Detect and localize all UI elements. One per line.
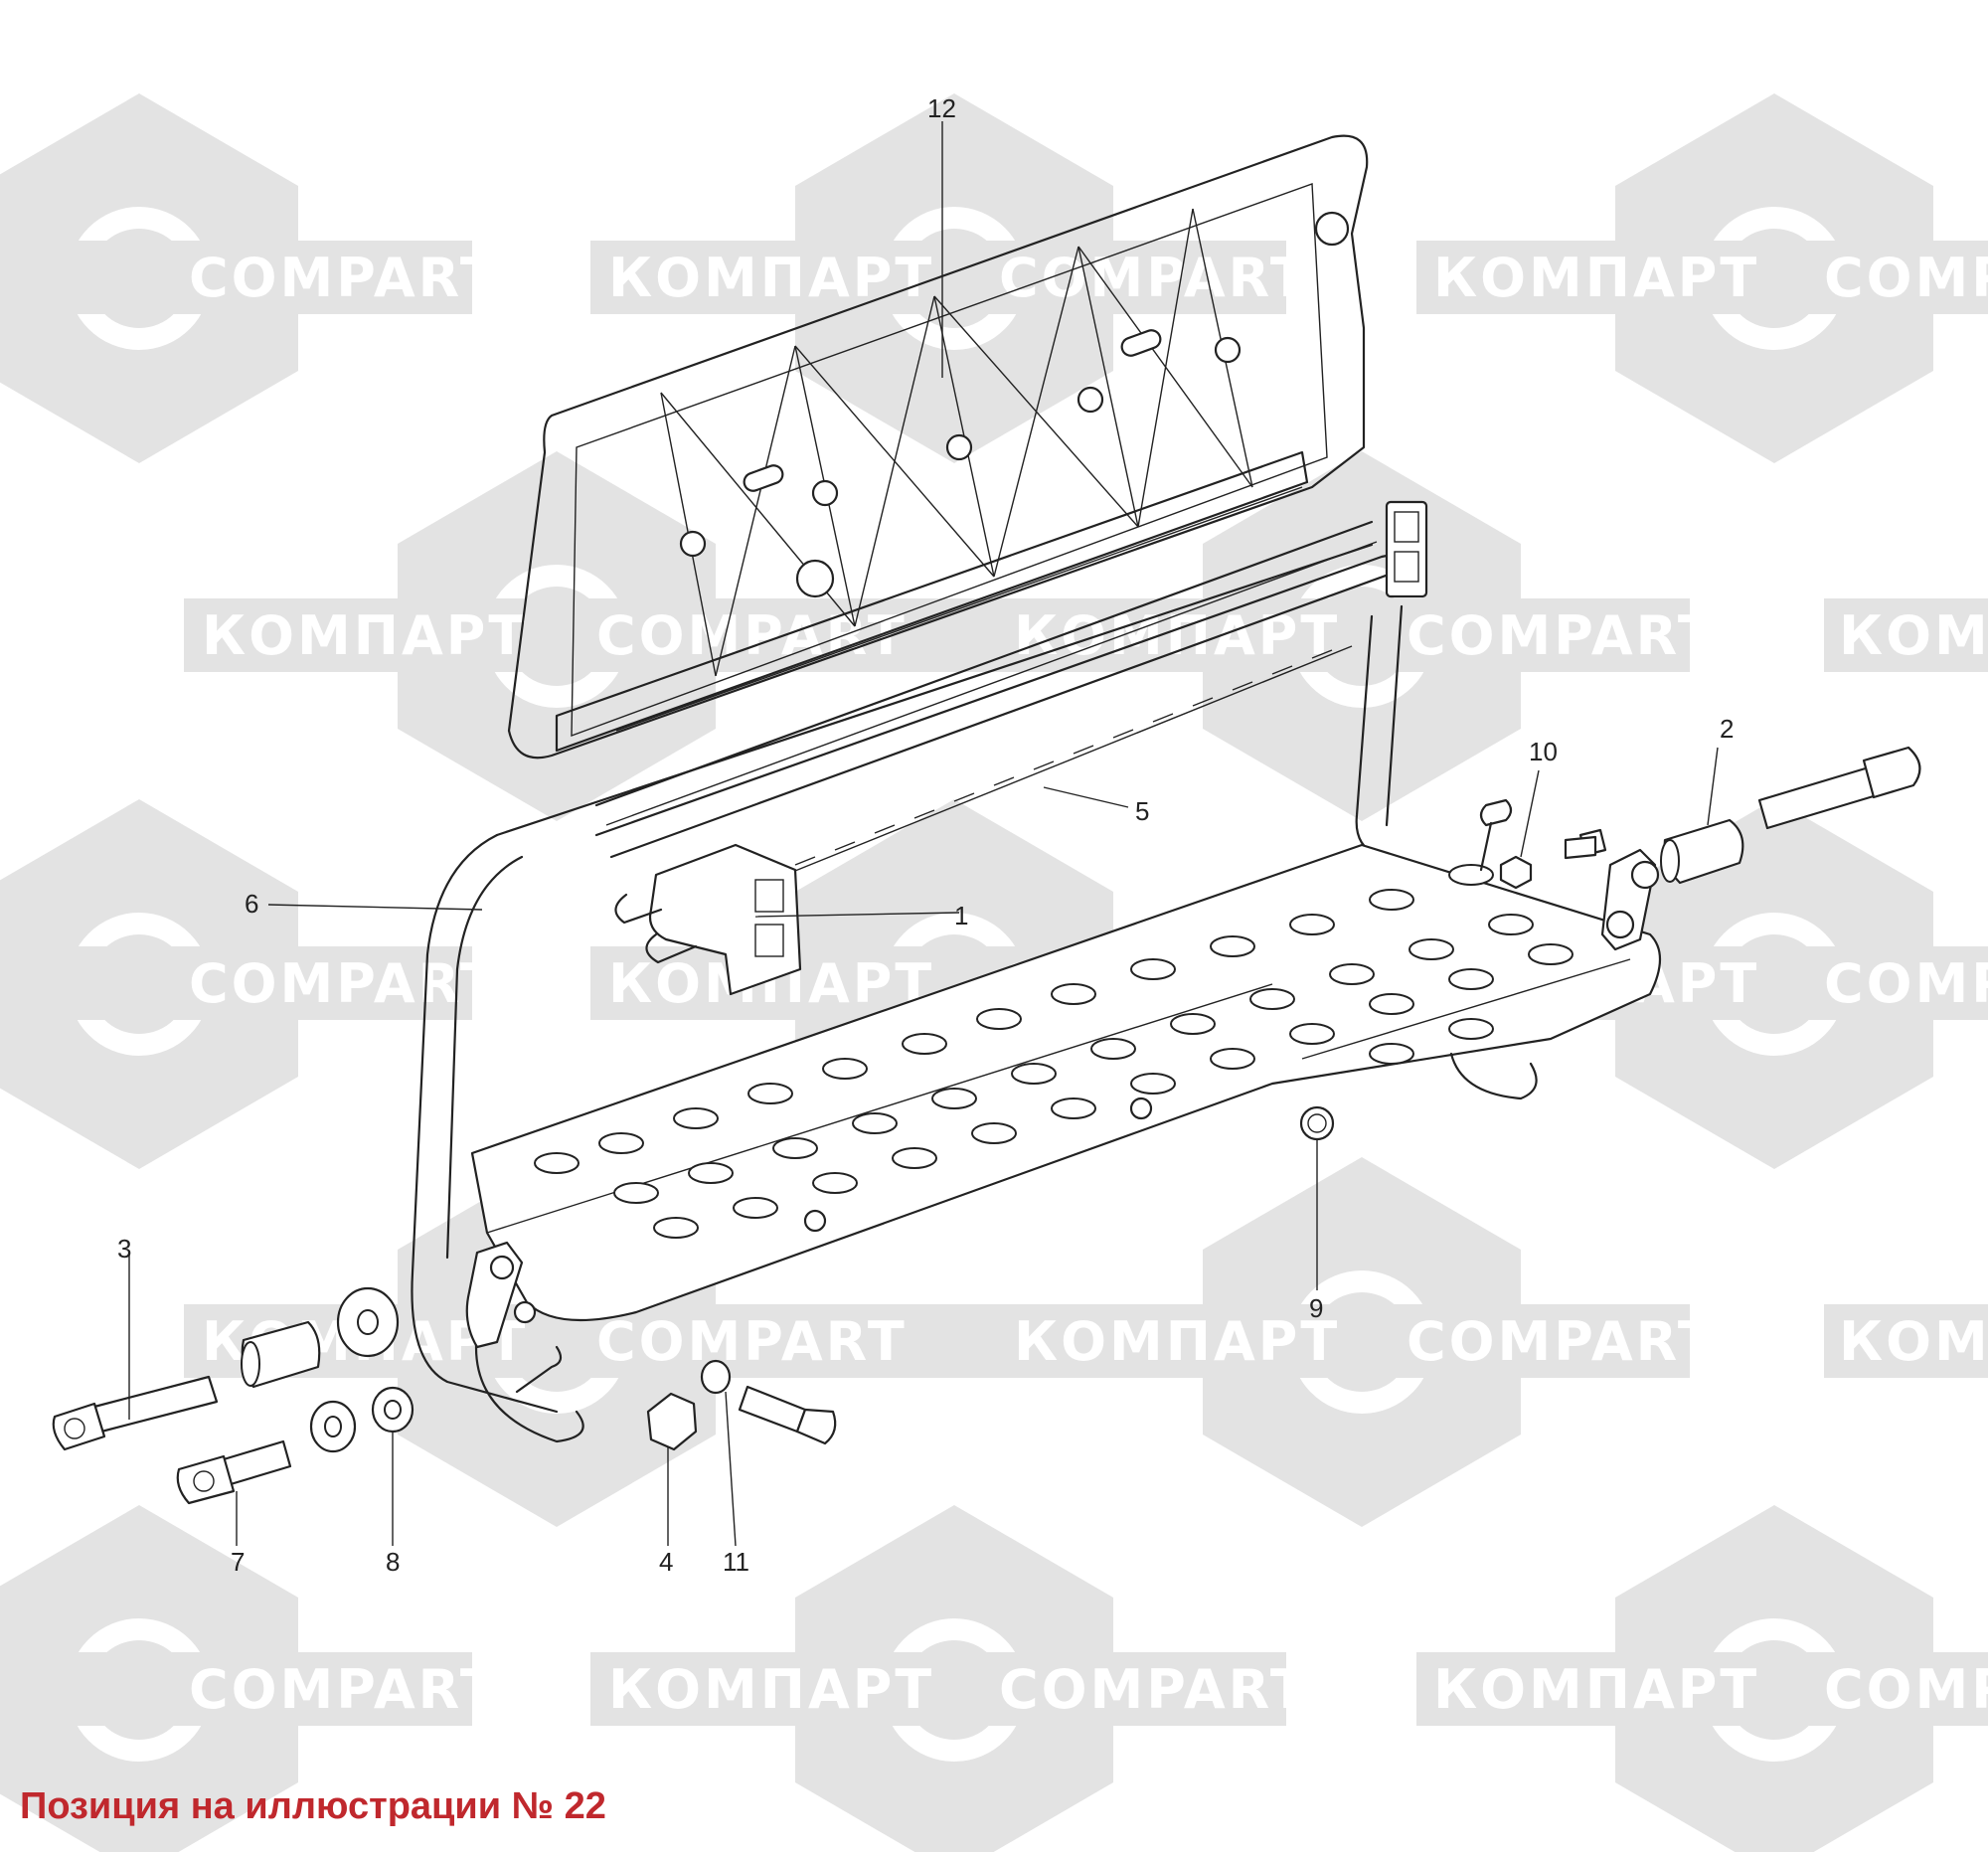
watermark-text-cyrillic: КОМПАРТ xyxy=(608,247,934,309)
lower-supports xyxy=(474,1052,1538,1443)
left-fasteners xyxy=(52,1241,837,1505)
callout-7: 7 xyxy=(231,1547,245,1577)
watermark-text-cyrillic: КОМПАРТ xyxy=(1839,1310,1988,1373)
callout-6: 6 xyxy=(245,889,258,919)
right-mount xyxy=(1479,746,1921,951)
callout-4: 4 xyxy=(659,1547,673,1577)
watermark-text-latin: COMPART xyxy=(596,604,908,667)
watermark-text-latin: COMPART xyxy=(596,1310,908,1373)
watermark-text-latin: COMPART xyxy=(1824,952,1988,1015)
bracket-left xyxy=(614,843,802,996)
watermark-text-latin: COMPART xyxy=(1407,1310,1718,1373)
watermark-text-cyrillic: КОМПАРТ xyxy=(1014,604,1340,667)
illustration-position-caption: Позиция на иллюстрации № 22 xyxy=(20,1785,606,1827)
callout-11: 11 xyxy=(723,1547,749,1577)
watermark-text-cyrillic: КОМПАРТ xyxy=(1014,1310,1340,1373)
watermark-text-latin: COMPART xyxy=(189,952,500,1015)
watermark-text-latin: COMPART xyxy=(1824,247,1988,309)
watermark-text-cyrillic: КОМПАРТ xyxy=(1433,1658,1759,1721)
watermark-text-latin: COMPART xyxy=(189,1658,500,1721)
watermark-text-latin: COMPART xyxy=(1824,1658,1988,1721)
step-plate xyxy=(470,843,1661,1322)
callout-2: 2 xyxy=(1720,714,1734,744)
leader-lines xyxy=(128,121,1719,1547)
callout-labels: 1 2 3 4 5 6 7 8 9 10 11 12 xyxy=(117,93,1734,1577)
watermark-text-latin: COMPART xyxy=(189,247,500,309)
watermark-text-latin: COMPART xyxy=(999,247,1310,309)
spring-row xyxy=(784,645,1353,876)
watermark-text-cyrillic: КОМПАРТ xyxy=(202,604,528,667)
callout-10: 10 xyxy=(1529,737,1558,766)
watermark-text-cyrillic: КОМПАРТ xyxy=(1839,604,1988,667)
callout-12: 12 xyxy=(927,93,956,123)
watermark-layer: COMPART КОМПАРТ COMPART КОМПАРТ COMPART … xyxy=(0,93,1988,1857)
callout-1: 1 xyxy=(954,901,968,930)
watermark-text-cyrillic: КОМПАРТ xyxy=(608,1658,934,1721)
watermark-text-latin: COMPART xyxy=(999,1658,1310,1721)
callout-9: 9 xyxy=(1309,1293,1323,1323)
upper-panel xyxy=(507,134,1369,760)
callout-3: 3 xyxy=(117,1234,131,1264)
callout-5: 5 xyxy=(1135,796,1149,826)
callout-8: 8 xyxy=(386,1547,400,1577)
frame-top xyxy=(594,500,1428,859)
watermark-text-latin: COMPART xyxy=(1407,604,1718,667)
tubular-frame xyxy=(411,543,1404,1414)
watermark-text-cyrillic: КОМПАРТ xyxy=(1433,247,1759,309)
